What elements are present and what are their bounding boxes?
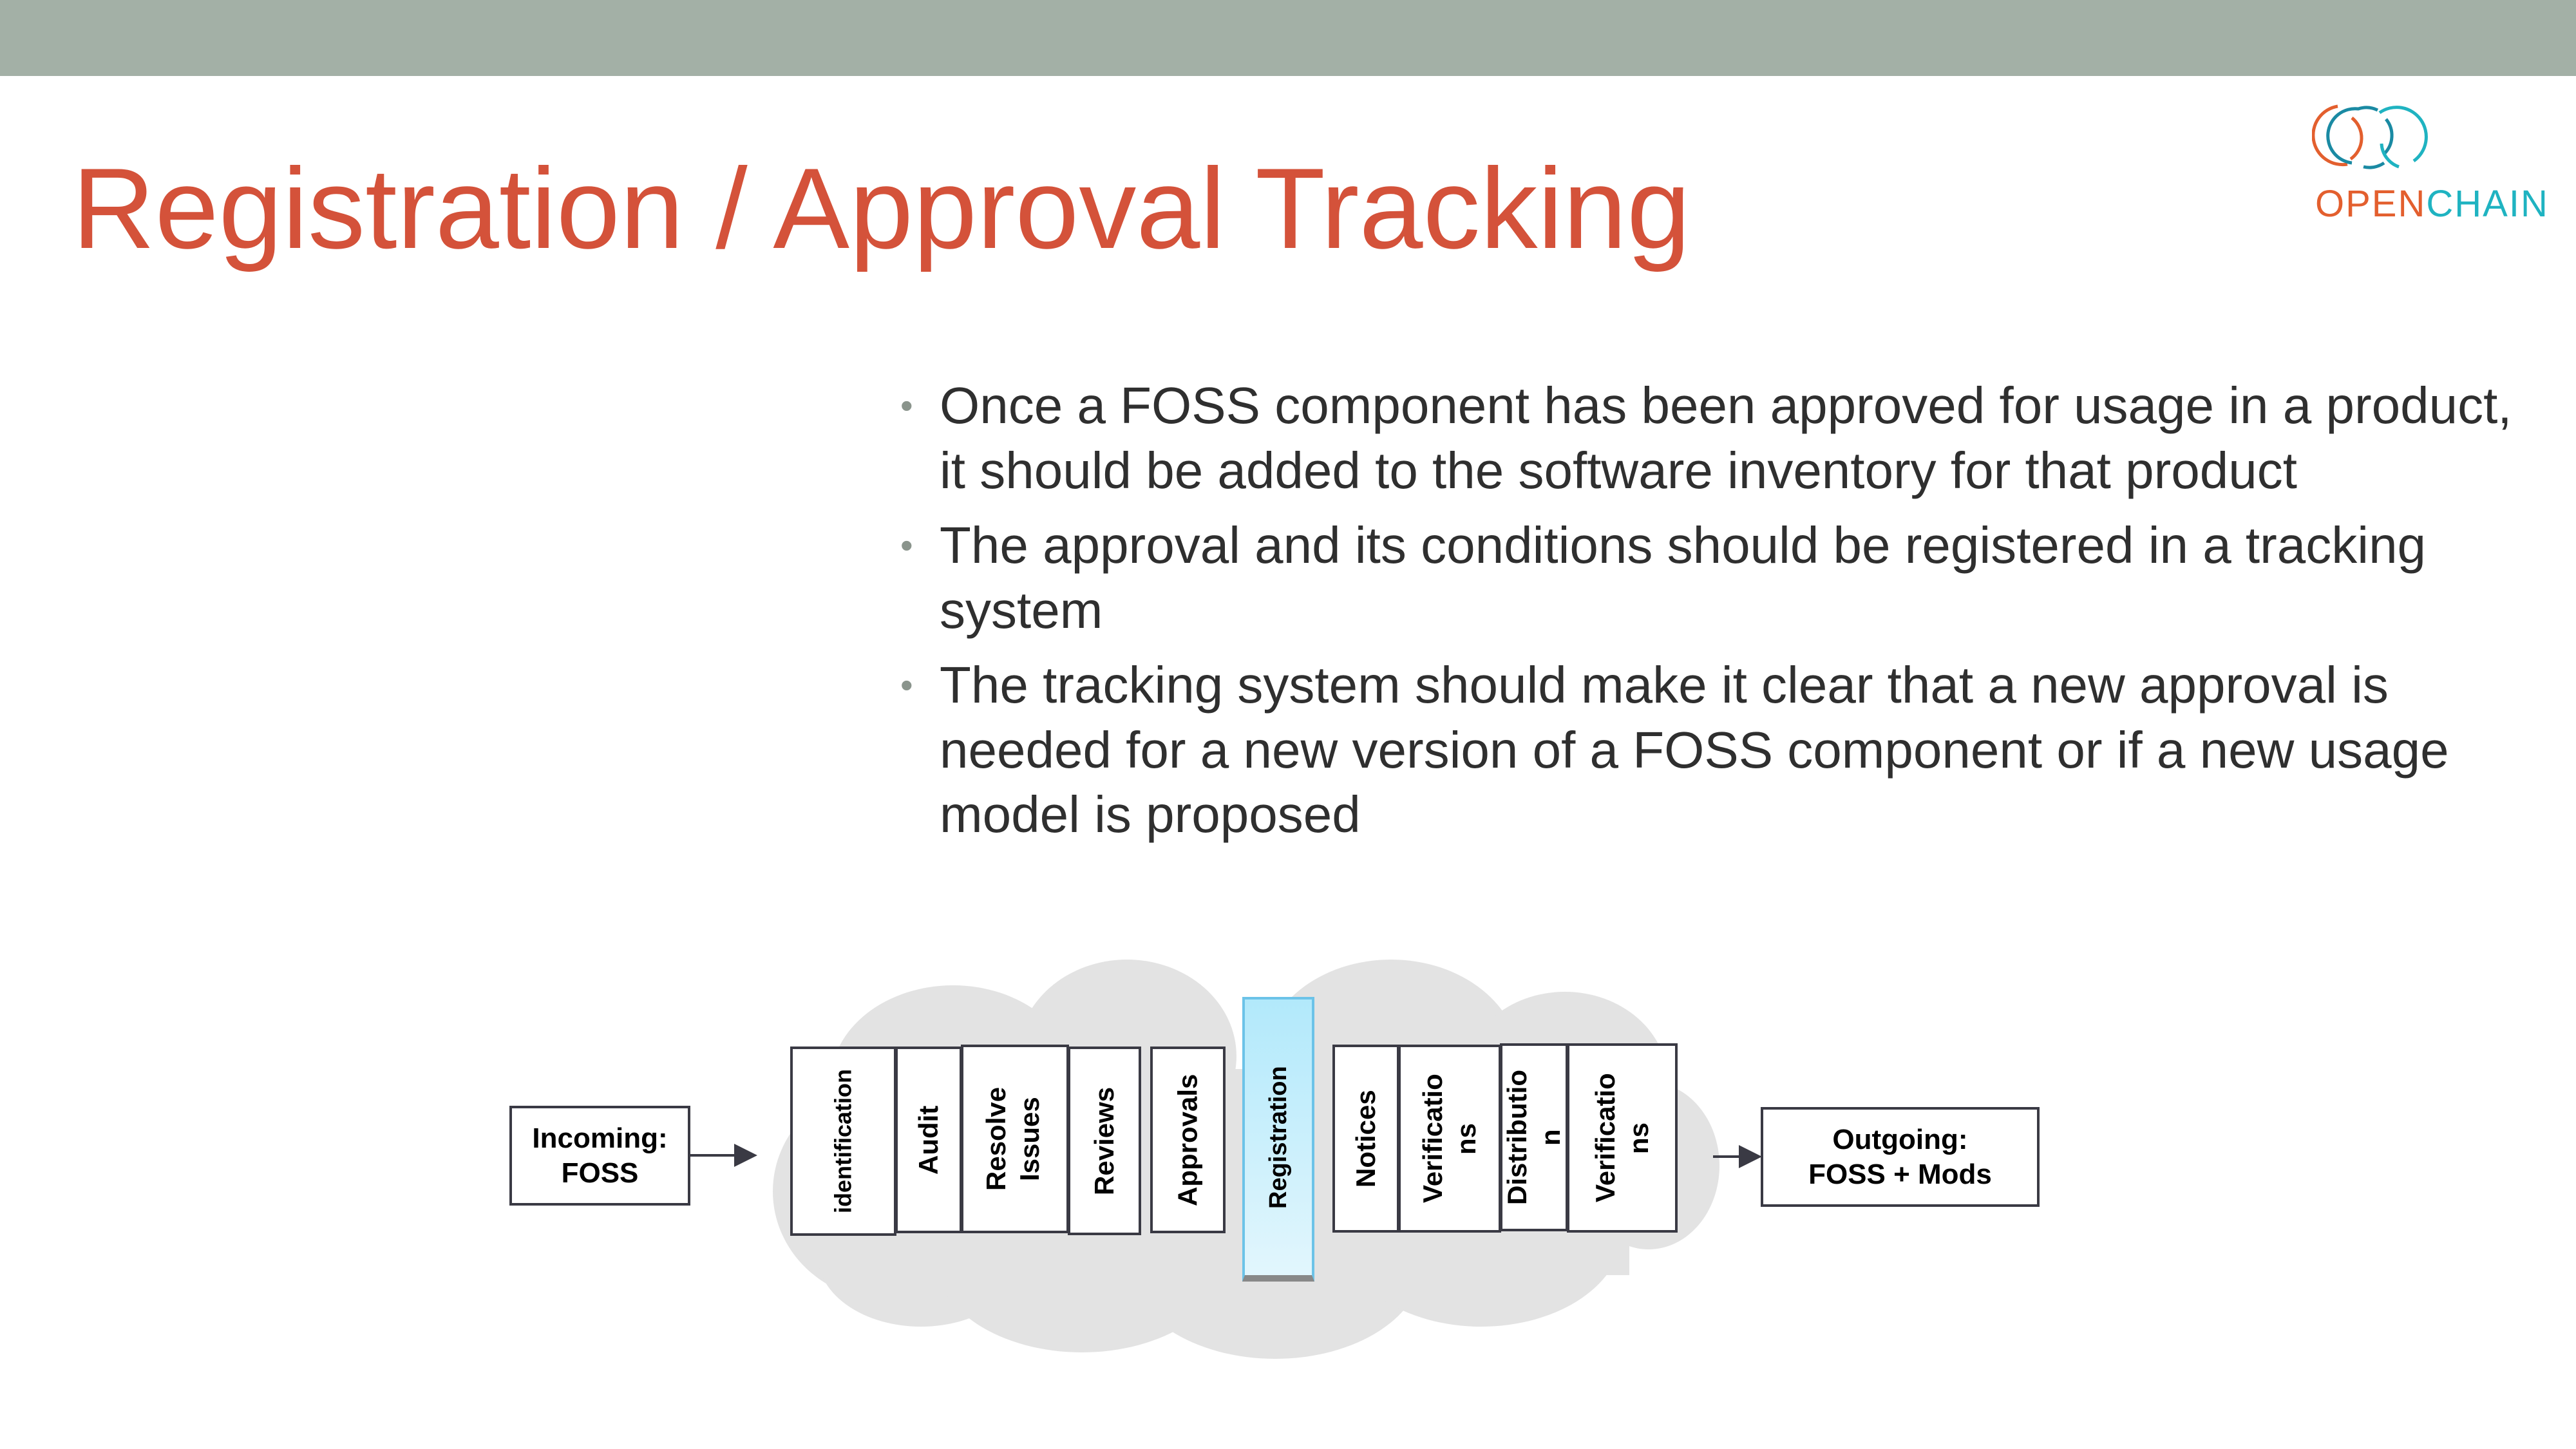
step-verifications-1: Verificatio ns [1398,1045,1501,1233]
bullet-dot-icon: • [900,525,913,565]
bullet-dot-icon: • [900,385,913,426]
bullet-item: •The tracking system should make it clea… [900,653,2549,848]
step-audit: Audit [895,1046,962,1233]
step-approvals: Approvals [1150,1046,1226,1233]
arrow-out-icon [1713,1145,1762,1168]
openchain-logo-icon [2312,104,2428,169]
bullet-dot-icon: • [900,665,913,705]
incoming-foss-box: Incoming:FOSS [509,1106,690,1206]
outgoing-foss-box: Outgoing:FOSS + Mods [1761,1107,2040,1207]
step-registration-highlighted: Registration [1242,997,1314,1282]
step-distribution: Distributio n [1500,1043,1568,1231]
slide-title: Registration / Approval Tracking [72,144,1691,272]
bullet-list: •Once a FOSS component has been approved… [900,374,2549,858]
step-verifications-2: Verificatio ns [1567,1043,1678,1233]
bullet-item: •The approval and its conditions should … [900,513,2549,643]
step-resolve-issues: Resolve Issues [961,1045,1069,1233]
arrow-in-icon [690,1144,757,1167]
top-bar [0,0,2576,76]
bullet-item: •Once a FOSS component has been approved… [900,374,2549,503]
step-identification: identification [790,1046,896,1236]
step-reviews: Reviews [1068,1046,1141,1235]
logo-text: OPENCHAIN [2315,183,2549,225]
step-notices: Notices [1332,1045,1399,1233]
